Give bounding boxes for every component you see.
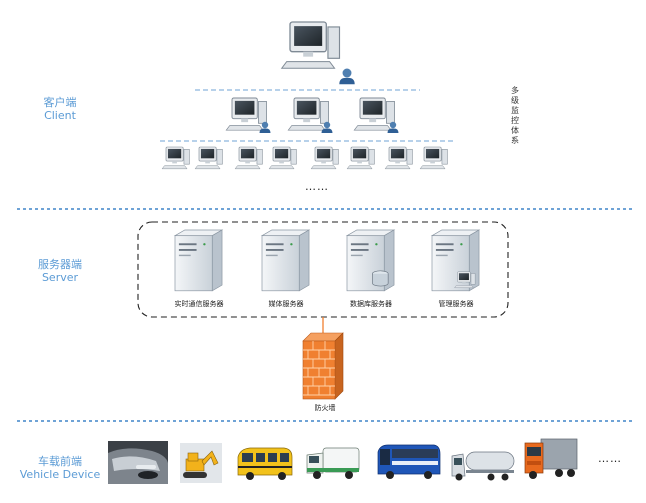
- client-workstation-icon: [268, 146, 297, 170]
- client-workstation-icon: [384, 146, 413, 170]
- cargo-truck-icon: [524, 438, 578, 479]
- top-client-user-icon: [339, 68, 355, 85]
- server-tier-label-zh: 服务器端: [38, 258, 82, 271]
- database-server-label: 数据库服务器: [350, 300, 392, 308]
- coach-bus-icon: [377, 444, 441, 479]
- vehicle-tier-label-en: Vehicle Device: [19, 468, 101, 481]
- client-computer-icon: [225, 97, 268, 131]
- firewall-icon: [302, 332, 344, 400]
- sanitation-truck-icon: [306, 447, 360, 479]
- client-workstation-icon: [234, 146, 263, 170]
- car-icon: [108, 441, 168, 484]
- management-server-icon: [431, 229, 480, 292]
- client-ellipsis: ……: [305, 180, 329, 193]
- server-tier-label-en: Server: [41, 271, 79, 284]
- server-icon: [174, 229, 223, 292]
- client-computer-icon: [353, 97, 396, 131]
- client-workstation-icon: [194, 146, 223, 170]
- client-tier-label: 客户端 Client: [15, 96, 105, 122]
- client-workstation-icon: [419, 146, 448, 170]
- vehicle-tier-label-zh: 车载前端: [38, 455, 82, 468]
- tanker-truck-icon: [451, 451, 515, 481]
- client-workstation-icon: [161, 146, 190, 170]
- client-workstation-icon: [310, 146, 339, 170]
- server-icon: [261, 229, 310, 292]
- client-tier-label-zh: 客户端: [43, 96, 77, 109]
- vehicle-tier-label: 车载前端 Vehicle Device: [12, 455, 108, 481]
- media-server-label: 媒体服务器: [268, 300, 304, 308]
- top-client-computer-icon: [280, 21, 341, 70]
- client-workstation-icon: [346, 146, 375, 170]
- vehicle-ellipsis: ……: [598, 452, 622, 465]
- school-bus-icon: [237, 447, 293, 480]
- realtime-server-label: 实时通信服务器: [174, 300, 224, 308]
- client-tier-label-en: Client: [44, 109, 76, 122]
- client-computer-icon: [287, 97, 330, 131]
- firewall-label: 防火墙: [314, 404, 336, 412]
- excavator-icon: [180, 443, 222, 483]
- database-server-icon: [346, 229, 395, 292]
- monitoring-system-label: 多级监控体系: [511, 86, 519, 145]
- management-server-label: 管理服务器: [438, 300, 474, 308]
- server-tier-label: 服务器端 Server: [15, 258, 105, 284]
